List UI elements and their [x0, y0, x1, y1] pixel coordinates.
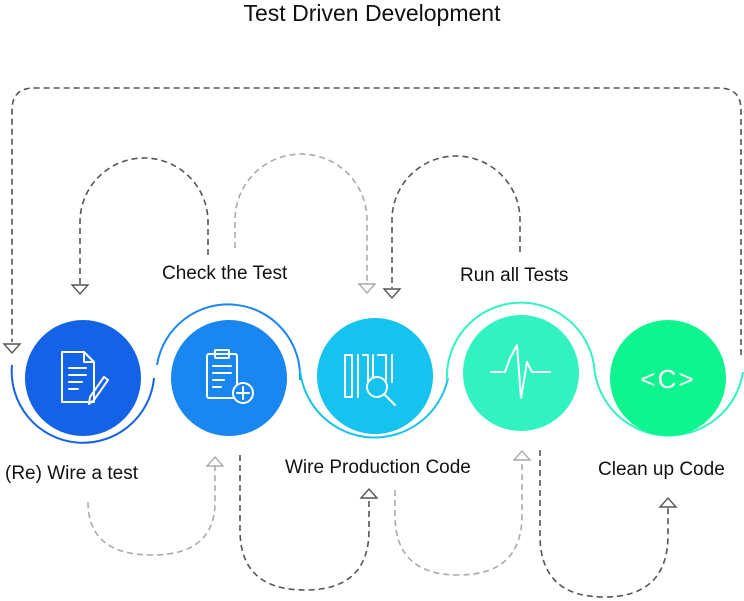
- bottom-arc-4-arrowhead: [658, 496, 678, 508]
- ring-4: [445, 301, 595, 381]
- top-arc-3: [391, 155, 521, 288]
- step-3-label: Wire Production Code: [285, 457, 471, 478]
- step-3-circle: [317, 318, 433, 434]
- bottom-arc-3: [394, 460, 523, 576]
- ring-2: [156, 303, 302, 381]
- bottom-arc-3-arrowhead: [512, 449, 532, 461]
- step-2-circle: [171, 320, 287, 436]
- ring-1: [10, 364, 155, 444]
- step-5-circle: [610, 320, 726, 436]
- ring-3: [299, 369, 449, 439]
- bottom-arc-2-arrowhead: [359, 487, 379, 499]
- top-arc-1-arrowhead: [70, 284, 90, 296]
- bottom-arc-4: [539, 450, 669, 598]
- bottom-arc-1-arrowhead: [205, 455, 225, 467]
- step-2-label: Check the Test: [162, 263, 288, 284]
- top-arc-2: [234, 153, 368, 284]
- outer-loop-arrowhead: [2, 343, 22, 355]
- diagram-title: Test Driven Development: [243, 0, 501, 26]
- outer-return-loop: [11, 87, 742, 355]
- top-arc-2-arrowhead: [357, 283, 377, 295]
- step-4-circle: [463, 315, 579, 431]
- bottom-arc-1: [87, 466, 216, 556]
- barcode-search-icon: [344, 354, 396, 406]
- step-4-label: Run all Tests: [460, 265, 569, 286]
- top-arc-1: [79, 157, 209, 284]
- top-arc-3-arrowhead: [382, 288, 402, 300]
- code-brackets-icon: <C>: [640, 364, 695, 394]
- bottom-arc-2: [239, 455, 370, 591]
- step-5-label: Clean up Code: [598, 459, 725, 480]
- step-1-circle: [25, 320, 141, 436]
- document-pen-icon: [61, 351, 109, 405]
- clipboard-add-icon: [206, 349, 254, 404]
- step-1-label: (Re) Wire a test: [5, 463, 139, 484]
- heartbeat-icon: [490, 344, 551, 399]
